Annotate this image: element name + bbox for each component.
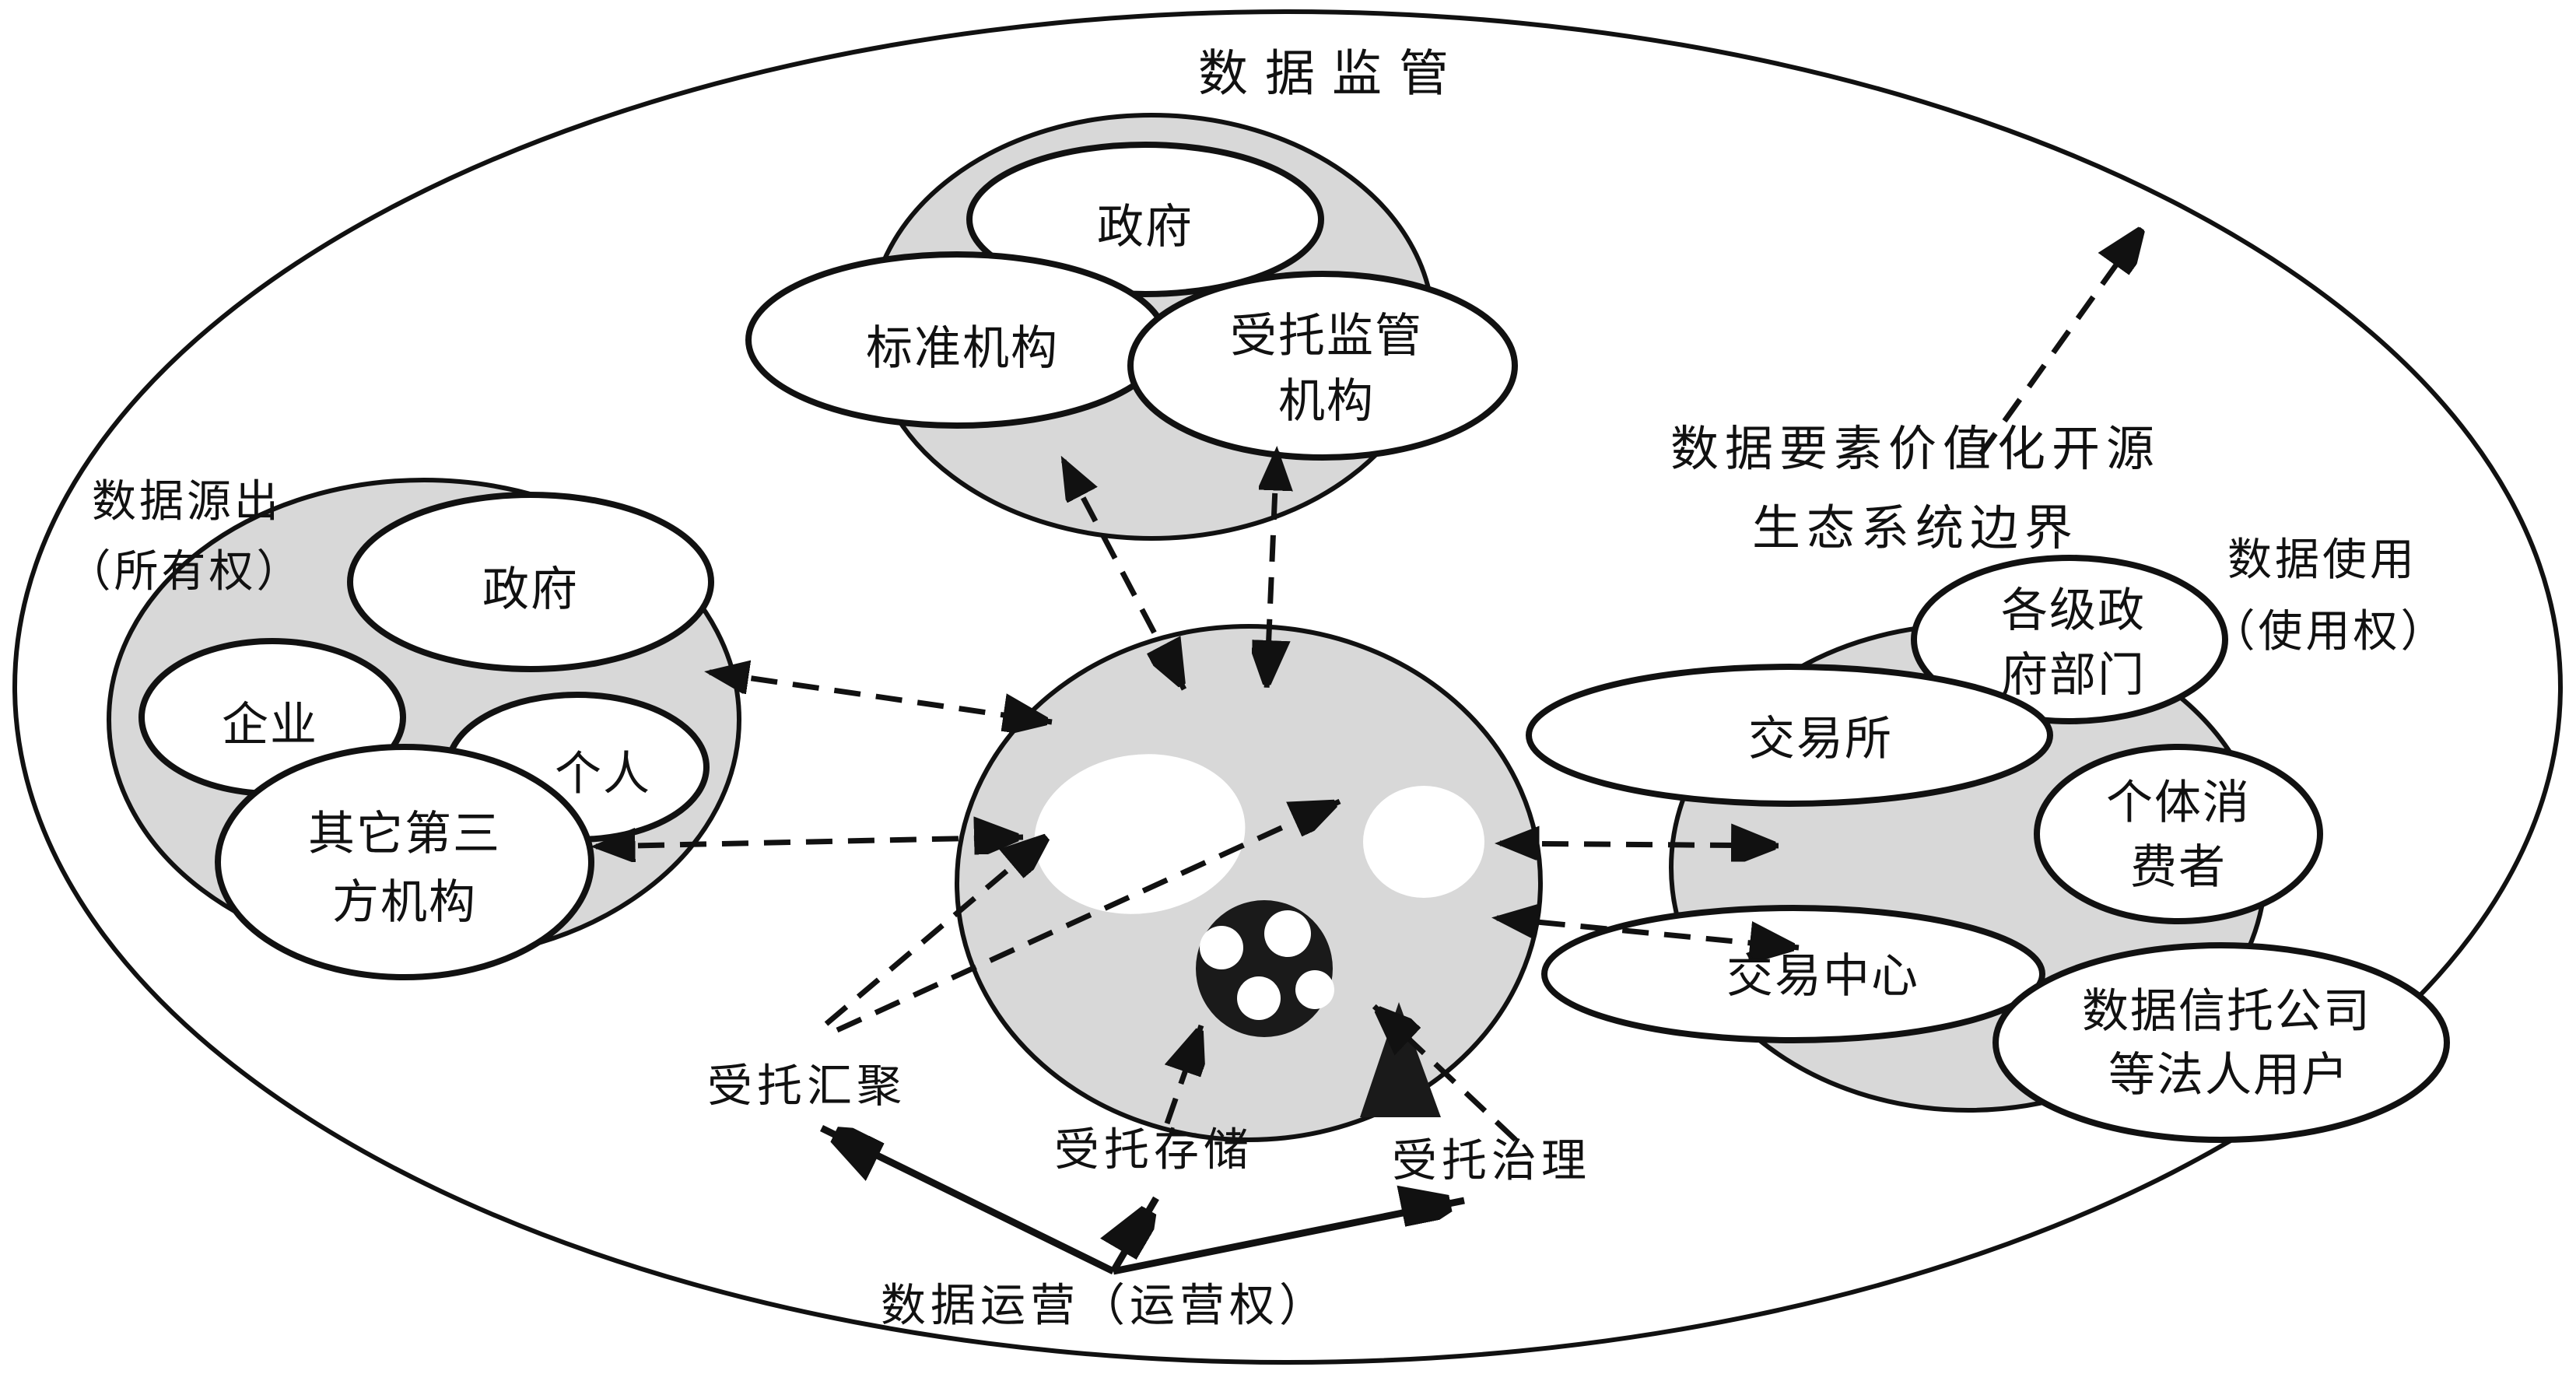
arrow-operations-to-aggregation [820,1124,1115,1275]
regulation-standards-label: 标准机构 [866,323,1059,374]
usage-trust-company-ellipse [1992,942,2450,1143]
operation-governance-label: 受托治理 [1392,1136,1591,1186]
regulation-government-label: 政府 [1097,202,1193,253]
arrow-source-platform-lower [596,837,1024,846]
arrow-storage [1164,1025,1201,1125]
usage-cluster-label-line1: 数据使用 [2227,536,2417,585]
arrow-source-platform-upper [710,672,1053,722]
source-individual-label: 个人 [555,748,651,800]
source-third-party-label-line2: 方机构 [332,877,477,928]
regulation-trustee-ellipse [1127,271,1518,461]
regulation-trustee-label-line2: 机构 [1278,376,1375,427]
regulation-cluster-label: 数据监管 [1198,47,1466,102]
platform-blob-right [1363,786,1484,898]
source-government-ellipse [347,492,714,672]
source-enterprise-label: 企业 [222,699,318,751]
source-third-party-ellipse [215,744,594,980]
operation-storage-label: 受托存储 [1054,1125,1253,1176]
boundary-label-line1: 数据要素价值化开源 [1670,423,2161,476]
arrow-operations-to-governance [1113,1200,1465,1275]
operations-label: 数据运营（运营权） [881,1281,1329,1331]
usage-trading-center-label: 交易中心 [1726,951,1919,1002]
arrow-platform-usage-upper [1500,843,1781,846]
usage-exchange-label: 交易所 [1748,713,1893,765]
usage-trust-company-label-line2: 等法人用户 [2108,1050,2350,1101]
source-cluster-label-line1: 数据源出 [92,478,282,527]
usage-exchange-ellipse [1526,664,2053,807]
usage-consumers-label-line1: 个体消 [2106,777,2251,829]
operation-aggregation-label: 受托汇聚 [707,1061,906,1112]
ecosystem-boundary-ellipse [12,9,2563,1365]
arrow-platform-usage-lower [1497,918,1800,948]
arrow-operations-to-storage [1113,1198,1156,1274]
usage-consumers-label-line2: 费者 [2130,842,2227,893]
platform-data-pool-icon [1196,900,1334,1037]
arrow-aggregation-short [824,834,1050,1026]
platform-triangle-icon [1360,1002,1441,1117]
arrow-boundary-pointer [1978,226,2144,457]
usage-gov-depts-ellipse [1911,555,2228,724]
source-government-label: 政府 [482,564,579,615]
boundary-label-line2: 生态系统边界 [1752,503,2079,556]
usage-cluster-label-line2: （使用权） [2211,608,2448,657]
platform-blob-left [1034,754,1246,914]
regulation-government-ellipse [966,142,1324,297]
arrow-governance [1374,1006,1518,1142]
source-cluster-label-line2: （所有权） [67,548,304,597]
regulation-trustee-label-line1: 受托监管 [1230,310,1423,362]
arrow-aggregation-long [836,798,1340,1033]
source-third-party-label-line1: 其它第三 [308,808,501,860]
usage-gov-depts-label-line1: 各级政 [2001,585,2146,636]
arrow-regulation-platform-left [1064,461,1184,689]
usage-gov-depts-label-line2: 府部门 [2001,650,2146,701]
usage-consumers-ellipse [2034,744,2323,924]
usage-trust-company-label-line1: 数据信托公司 [2082,986,2371,1037]
